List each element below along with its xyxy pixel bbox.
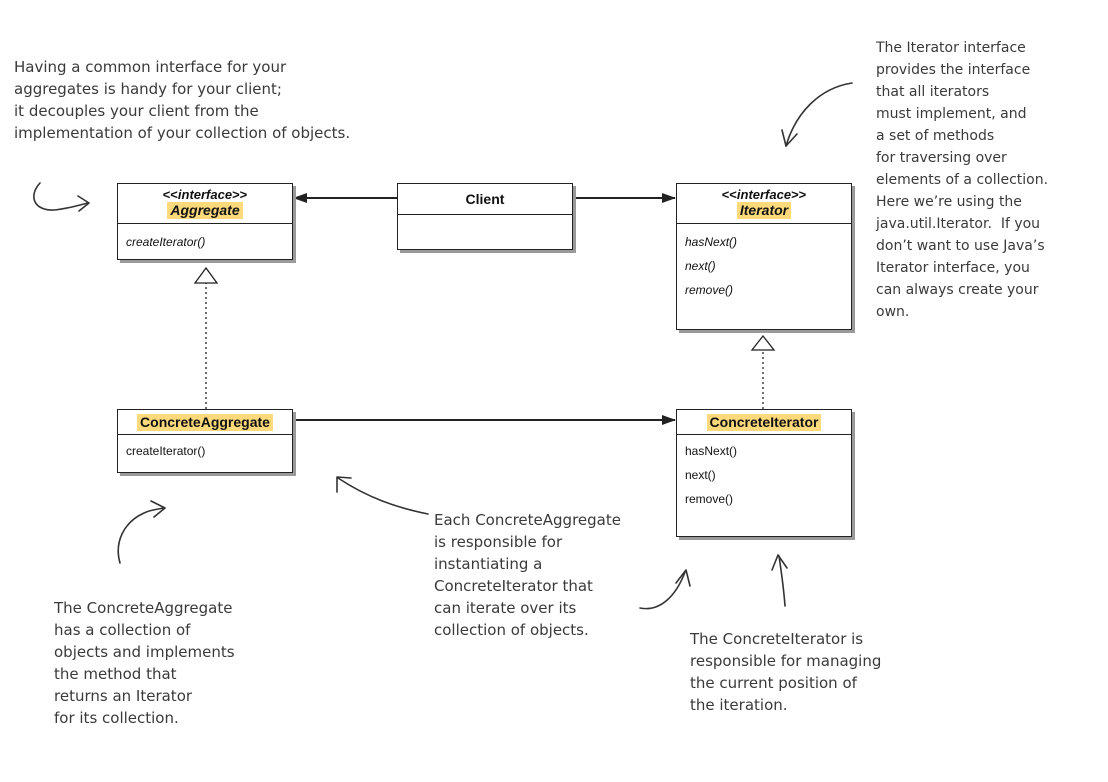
concrete-aggregate-class-box: ConcreteAggregate createIterator() bbox=[117, 409, 293, 473]
concrete-iterator-class-name: ConcreteIterator bbox=[706, 414, 822, 431]
iterator-methods: hasNext() next() remove() bbox=[677, 224, 851, 308]
client-class-name: Client bbox=[465, 191, 505, 207]
iterator-header: <<interface>> Iterator bbox=[677, 184, 851, 224]
concrete-iterator-method-hasnext: hasNext() bbox=[685, 444, 738, 458]
aggregate-note: Having a common interface for your aggre… bbox=[14, 58, 351, 142]
iterator-note: The Iterator interface provides the inte… bbox=[876, 40, 1049, 320]
realization-triangle-iterator bbox=[750, 334, 776, 351]
aggregate-method: createIterator() bbox=[126, 235, 206, 249]
aggregate-methods: createIterator() bbox=[118, 224, 292, 260]
pointer-arrow-concrete-aggregate-note bbox=[117, 500, 166, 564]
concrete-aggregate-method: createIterator() bbox=[126, 444, 206, 458]
iterator-interface-box: <<interface>> Iterator hasNext() next() … bbox=[676, 183, 852, 330]
concrete-aggregate-class-name: ConcreteAggregate bbox=[137, 414, 273, 431]
pointer-arrow-iterator-note bbox=[781, 82, 853, 147]
concrete-aggregate-methods: createIterator() bbox=[118, 435, 292, 467]
concrete-iterator-method-remove: remove() bbox=[685, 492, 734, 506]
pointer-arrow-responsibility-note bbox=[336, 476, 429, 515]
iterator-method-remove: remove() bbox=[685, 283, 734, 297]
iterator-class-name: Iterator bbox=[736, 202, 792, 219]
responsibility-note: Each ConcreteAggregate is responsible fo… bbox=[434, 511, 621, 639]
concrete-iterator-header: ConcreteIterator bbox=[677, 410, 851, 435]
concrete-iterator-class-box: ConcreteIterator hasNext() next() remove… bbox=[676, 409, 852, 537]
pointer-arrow-concrete-iterator-note bbox=[771, 554, 788, 607]
aggregate-stereotype: <<interface>> bbox=[162, 187, 248, 202]
realization-triangle-aggregate bbox=[193, 266, 219, 284]
aggregate-interface-box: <<interface>> Aggregate createIterator() bbox=[117, 183, 293, 260]
pointer-arrow-aggregate-note bbox=[33, 182, 90, 212]
concrete-aggregate-header: ConcreteAggregate bbox=[118, 410, 292, 435]
pointer-arrow-responsibility-note-2 bbox=[639, 569, 691, 610]
iterator-stereotype: <<interface>> bbox=[721, 187, 807, 202]
concrete-aggregate-note: The ConcreteAggregate has a collection o… bbox=[54, 599, 235, 727]
concrete-iterator-note: The ConcreteIterator is responsible for … bbox=[690, 630, 882, 714]
iterator-method-next: next() bbox=[685, 259, 716, 273]
concrete-iterator-method-next: next() bbox=[685, 468, 716, 482]
client-class-box: Client bbox=[397, 183, 573, 250]
aggregate-header: <<interface>> Aggregate bbox=[118, 184, 292, 224]
concrete-iterator-methods: hasNext() next() remove() bbox=[677, 435, 851, 515]
aggregate-class-name: Aggregate bbox=[167, 202, 243, 219]
iterator-method-hasnext: hasNext() bbox=[685, 235, 738, 249]
client-header: Client bbox=[398, 184, 572, 215]
